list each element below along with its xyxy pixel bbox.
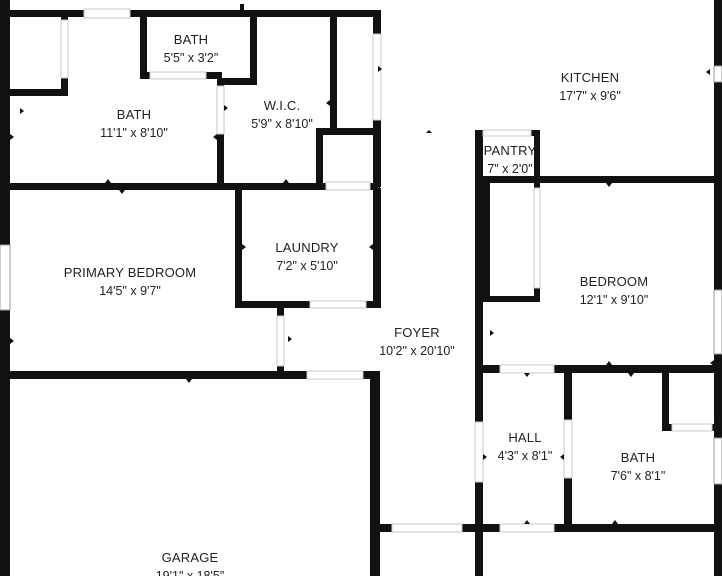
door-openings	[60, 8, 713, 533]
room-laundry: LAUNDRY 7'2" x 5'10"	[246, 239, 368, 275]
room-primary-bedroom: PRIMARY BEDROOM 14'5" x 9'7"	[40, 264, 220, 300]
room-dimensions: 17'7" x 9'6"	[559, 89, 621, 103]
room-dimensions: 10'2" x 20'10"	[379, 344, 455, 358]
room-dimensions: 7'2" x 5'10"	[276, 259, 338, 273]
room-name: LAUNDRY	[275, 240, 339, 255]
room-dimensions: 19'1" x 18'5"	[155, 569, 225, 576]
dimension-ticks	[10, 66, 714, 524]
room-bath-small: BATH 5'5" x 3'2"	[148, 31, 234, 67]
room-dimensions: 4'3" x 8'1"	[497, 449, 553, 463]
room-dimensions: 11'1" x 8'10"	[100, 126, 168, 140]
room-name: BATH	[173, 32, 209, 47]
room-dimensions: 14'5" x 9'7"	[99, 284, 161, 298]
room-name: HALL	[508, 430, 542, 445]
room-pantry: PANTRY 7" x 2'0"	[480, 142, 540, 178]
room-name: W.I.C.	[263, 98, 301, 113]
room-name: BEDROOM	[579, 274, 649, 289]
windows	[0, 65, 722, 485]
room-dimensions: 5'9" x 8'10"	[251, 117, 313, 131]
room-dimensions: 12'1" x 9'10"	[579, 293, 649, 307]
room-name: PANTRY	[483, 143, 537, 158]
room-bath-main: BATH 11'1" x 8'10"	[70, 106, 198, 142]
room-hall: HALL 4'3" x 8'1"	[486, 429, 564, 465]
room-dimensions: 5'5" x 3'2"	[163, 51, 219, 65]
room-name: FOYER	[394, 325, 440, 340]
room-garage: GARAGE 19'1" x 18'5"	[130, 549, 250, 576]
room-dimensions: 7'6" x 8'1"	[610, 469, 666, 483]
room-name: BATH	[620, 450, 656, 465]
room-dimensions: 7" x 2'0"	[487, 162, 533, 176]
room-bath-right: BATH 7'6" x 8'1"	[586, 449, 690, 485]
room-kitchen: KITCHEN 17'7" x 9'6"	[530, 69, 650, 105]
room-name: PRIMARY BEDROOM	[63, 265, 197, 280]
room-bedroom: BEDROOM 12'1" x 9'10"	[554, 273, 674, 309]
room-name: GARAGE	[161, 550, 219, 565]
room-name: BATH	[116, 107, 152, 122]
room-name: KITCHEN	[560, 70, 620, 85]
room-wic: W.I.C. 5'9" x 8'10"	[224, 97, 340, 133]
room-foyer: FOYER 10'2" x 20'10"	[356, 324, 478, 360]
